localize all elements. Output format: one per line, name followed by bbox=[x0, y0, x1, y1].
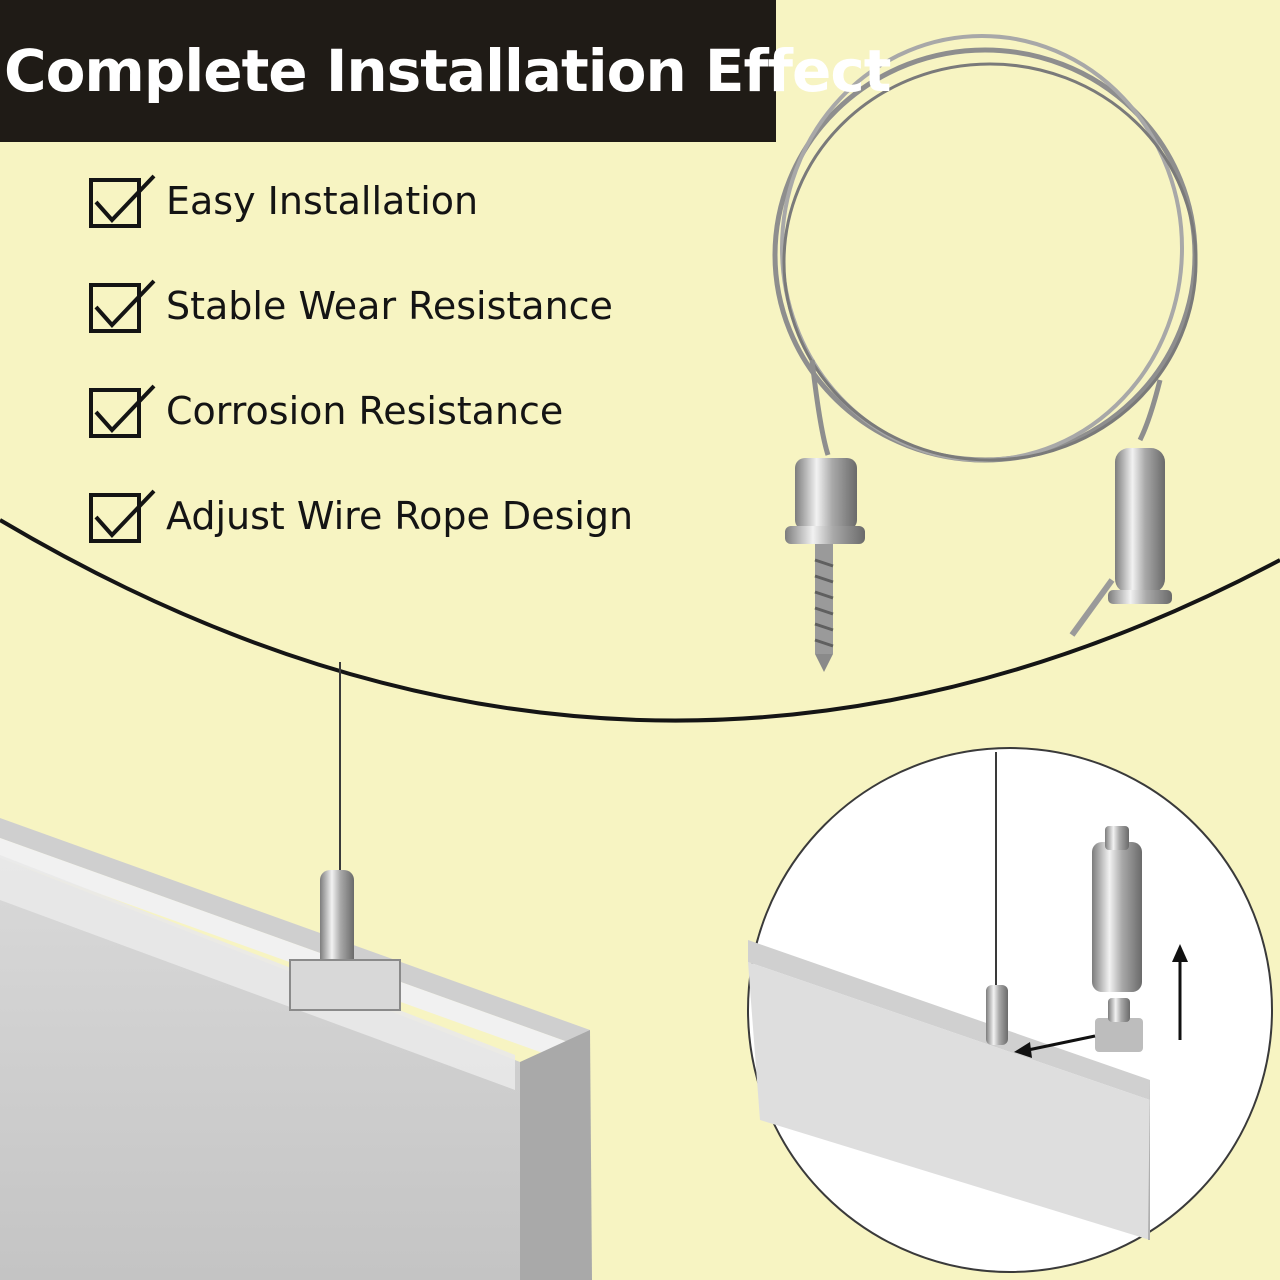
ceiling-anchor-icon bbox=[785, 458, 865, 672]
feature-item: Easy Installation bbox=[88, 172, 633, 230]
feature-item: Adjust Wire Rope Design bbox=[88, 487, 633, 545]
feature-label: Easy Installation bbox=[166, 179, 479, 223]
feature-item: Stable Wear Resistance bbox=[88, 277, 633, 335]
checkbox-checked-icon bbox=[89, 384, 156, 438]
feature-item: Corrosion Resistance bbox=[88, 382, 633, 440]
wire-rope-coil bbox=[772, 34, 1198, 463]
page-title: Complete Installation Effect bbox=[4, 37, 891, 105]
wire-gripper-icon bbox=[1069, 448, 1172, 637]
checkbox-checked-icon bbox=[89, 279, 156, 333]
checkbox-checked-icon bbox=[89, 174, 156, 228]
title-banner: Complete Installation Effect bbox=[0, 0, 891, 142]
detail-zoom-circle bbox=[747, 747, 1273, 1273]
divider-curve bbox=[0, 518, 1280, 723]
feature-list: Easy Installation Stable Wear Resistance… bbox=[88, 172, 633, 592]
feature-label: Stable Wear Resistance bbox=[166, 284, 613, 328]
linear-light-bar bbox=[0, 662, 592, 1280]
feature-label: Corrosion Resistance bbox=[166, 389, 564, 433]
feature-label: Adjust Wire Rope Design bbox=[166, 494, 634, 538]
checkbox-checked-icon bbox=[89, 489, 156, 543]
